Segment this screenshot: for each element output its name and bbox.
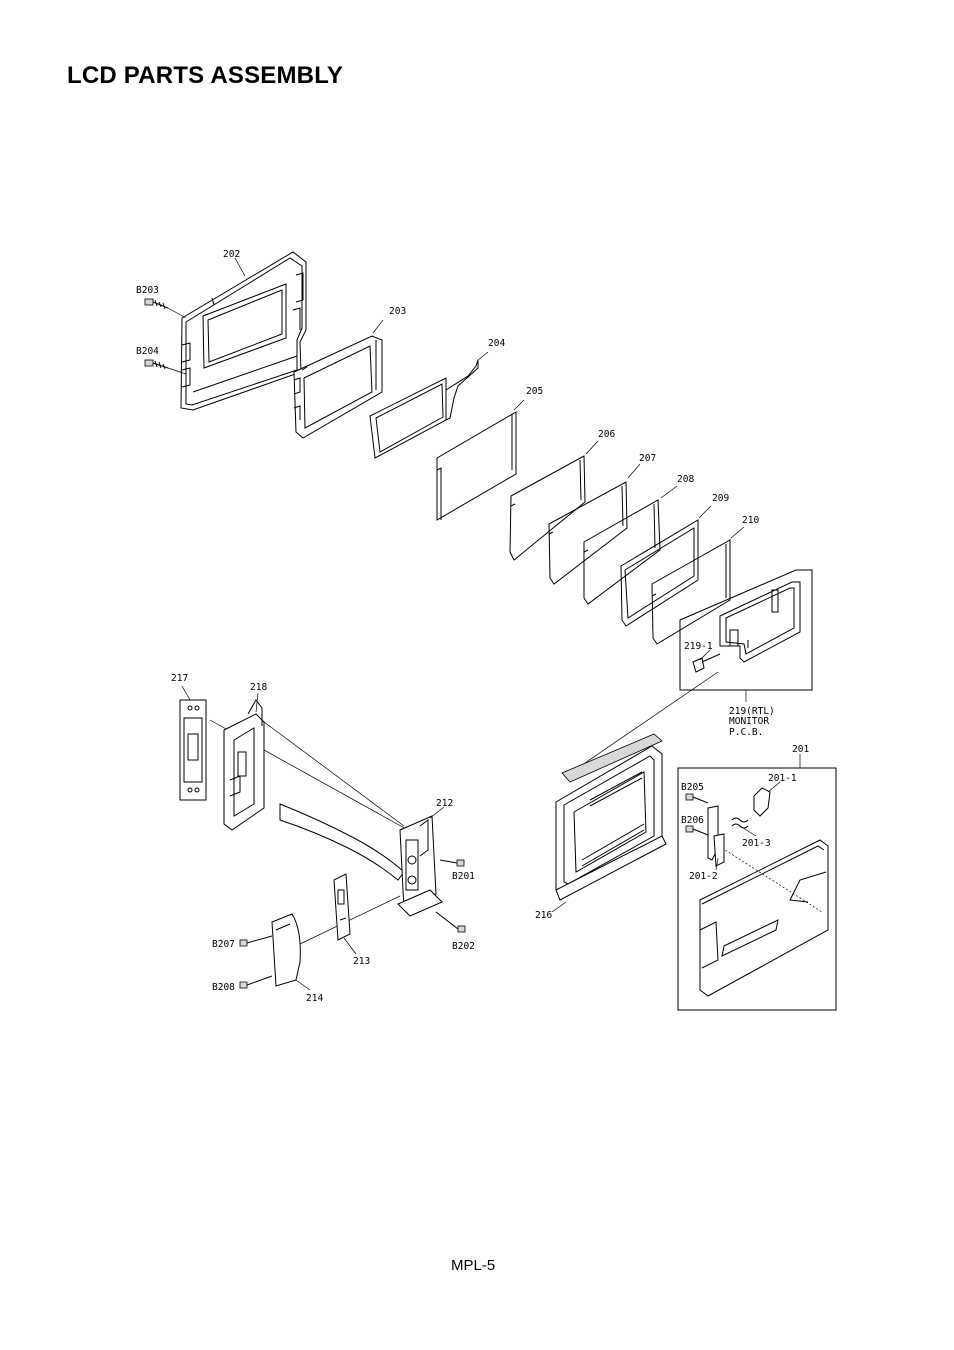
part-201-3-spring <box>731 817 749 829</box>
label-201-1: 201-1 <box>768 773 797 784</box>
label-204: 204 <box>488 338 505 349</box>
label-201-2: 201-2 <box>689 871 718 882</box>
label-213: 213 <box>353 956 370 967</box>
part-203-panel-holder <box>293 335 383 439</box>
label-219-1: 219-1 <box>684 641 713 652</box>
part-201-front-case <box>677 767 837 1011</box>
part-207-sheet <box>548 481 628 585</box>
label-b202: B202 <box>452 941 475 952</box>
label-b201: B201 <box>452 871 475 882</box>
part-204-light-guide <box>369 359 479 459</box>
screw-b208 <box>239 975 273 989</box>
part-214-hinge-cover <box>271 913 301 987</box>
part-210-lcd-panel <box>651 539 731 645</box>
label-216: 216 <box>535 910 552 921</box>
screw-b202 <box>435 911 466 933</box>
part-212-hinge-assembly <box>397 815 443 917</box>
label-210: 210 <box>742 515 759 526</box>
page-number: MPL-5 <box>451 1257 496 1274</box>
label-b205: B205 <box>681 782 704 793</box>
label-208: 208 <box>677 474 694 485</box>
label-214: 214 <box>306 993 323 1004</box>
label-207: 207 <box>639 453 656 464</box>
label-b206: B206 <box>681 815 704 826</box>
screw-b204 <box>144 359 169 370</box>
part-208-sheet <box>583 499 661 605</box>
label-219-line-1: 219(RTL) <box>729 706 775 717</box>
part-205-reflector <box>436 411 517 521</box>
label-206: 206 <box>598 429 615 440</box>
screw-b206 <box>685 825 709 836</box>
part-218-hinge-cover <box>223 699 265 831</box>
flex-cable <box>279 803 405 881</box>
label-202: 202 <box>223 249 240 260</box>
part-217-hinge-bracket <box>179 699 207 801</box>
page-title: LCD PARTS ASSEMBLY <box>67 62 344 89</box>
label-219-line-2: MONITOR <box>729 716 769 727</box>
part-206-sheet <box>509 455 586 561</box>
label-b208: B208 <box>212 982 235 993</box>
screw-b207 <box>239 935 273 947</box>
part-201-1-knob <box>753 787 771 817</box>
label-b207: B207 <box>212 939 235 950</box>
label-b204: B204 <box>136 346 159 357</box>
label-218: 218 <box>250 682 267 693</box>
label-201: 201 <box>792 744 809 755</box>
label-201-3: 201-3 <box>742 838 771 849</box>
part-213-bracket <box>333 873 351 941</box>
part-209-sheet <box>620 519 699 627</box>
label-205: 205 <box>526 386 543 397</box>
part-219-monitor-pcb <box>679 569 813 691</box>
screw-b205 <box>685 793 709 804</box>
label-209: 209 <box>712 493 729 504</box>
part-202-lcd-frame <box>180 251 307 411</box>
label-203: 203 <box>389 306 406 317</box>
part-216-rear-case <box>555 733 667 901</box>
screw-b201 <box>439 859 465 867</box>
label-219-line-3: P.C.B. <box>729 727 763 738</box>
label-217: 217 <box>171 673 188 684</box>
label-b203: B203 <box>136 285 159 296</box>
screw-b203 <box>144 298 169 310</box>
part-201-2-lever <box>707 805 725 867</box>
label-212: 212 <box>436 798 453 809</box>
